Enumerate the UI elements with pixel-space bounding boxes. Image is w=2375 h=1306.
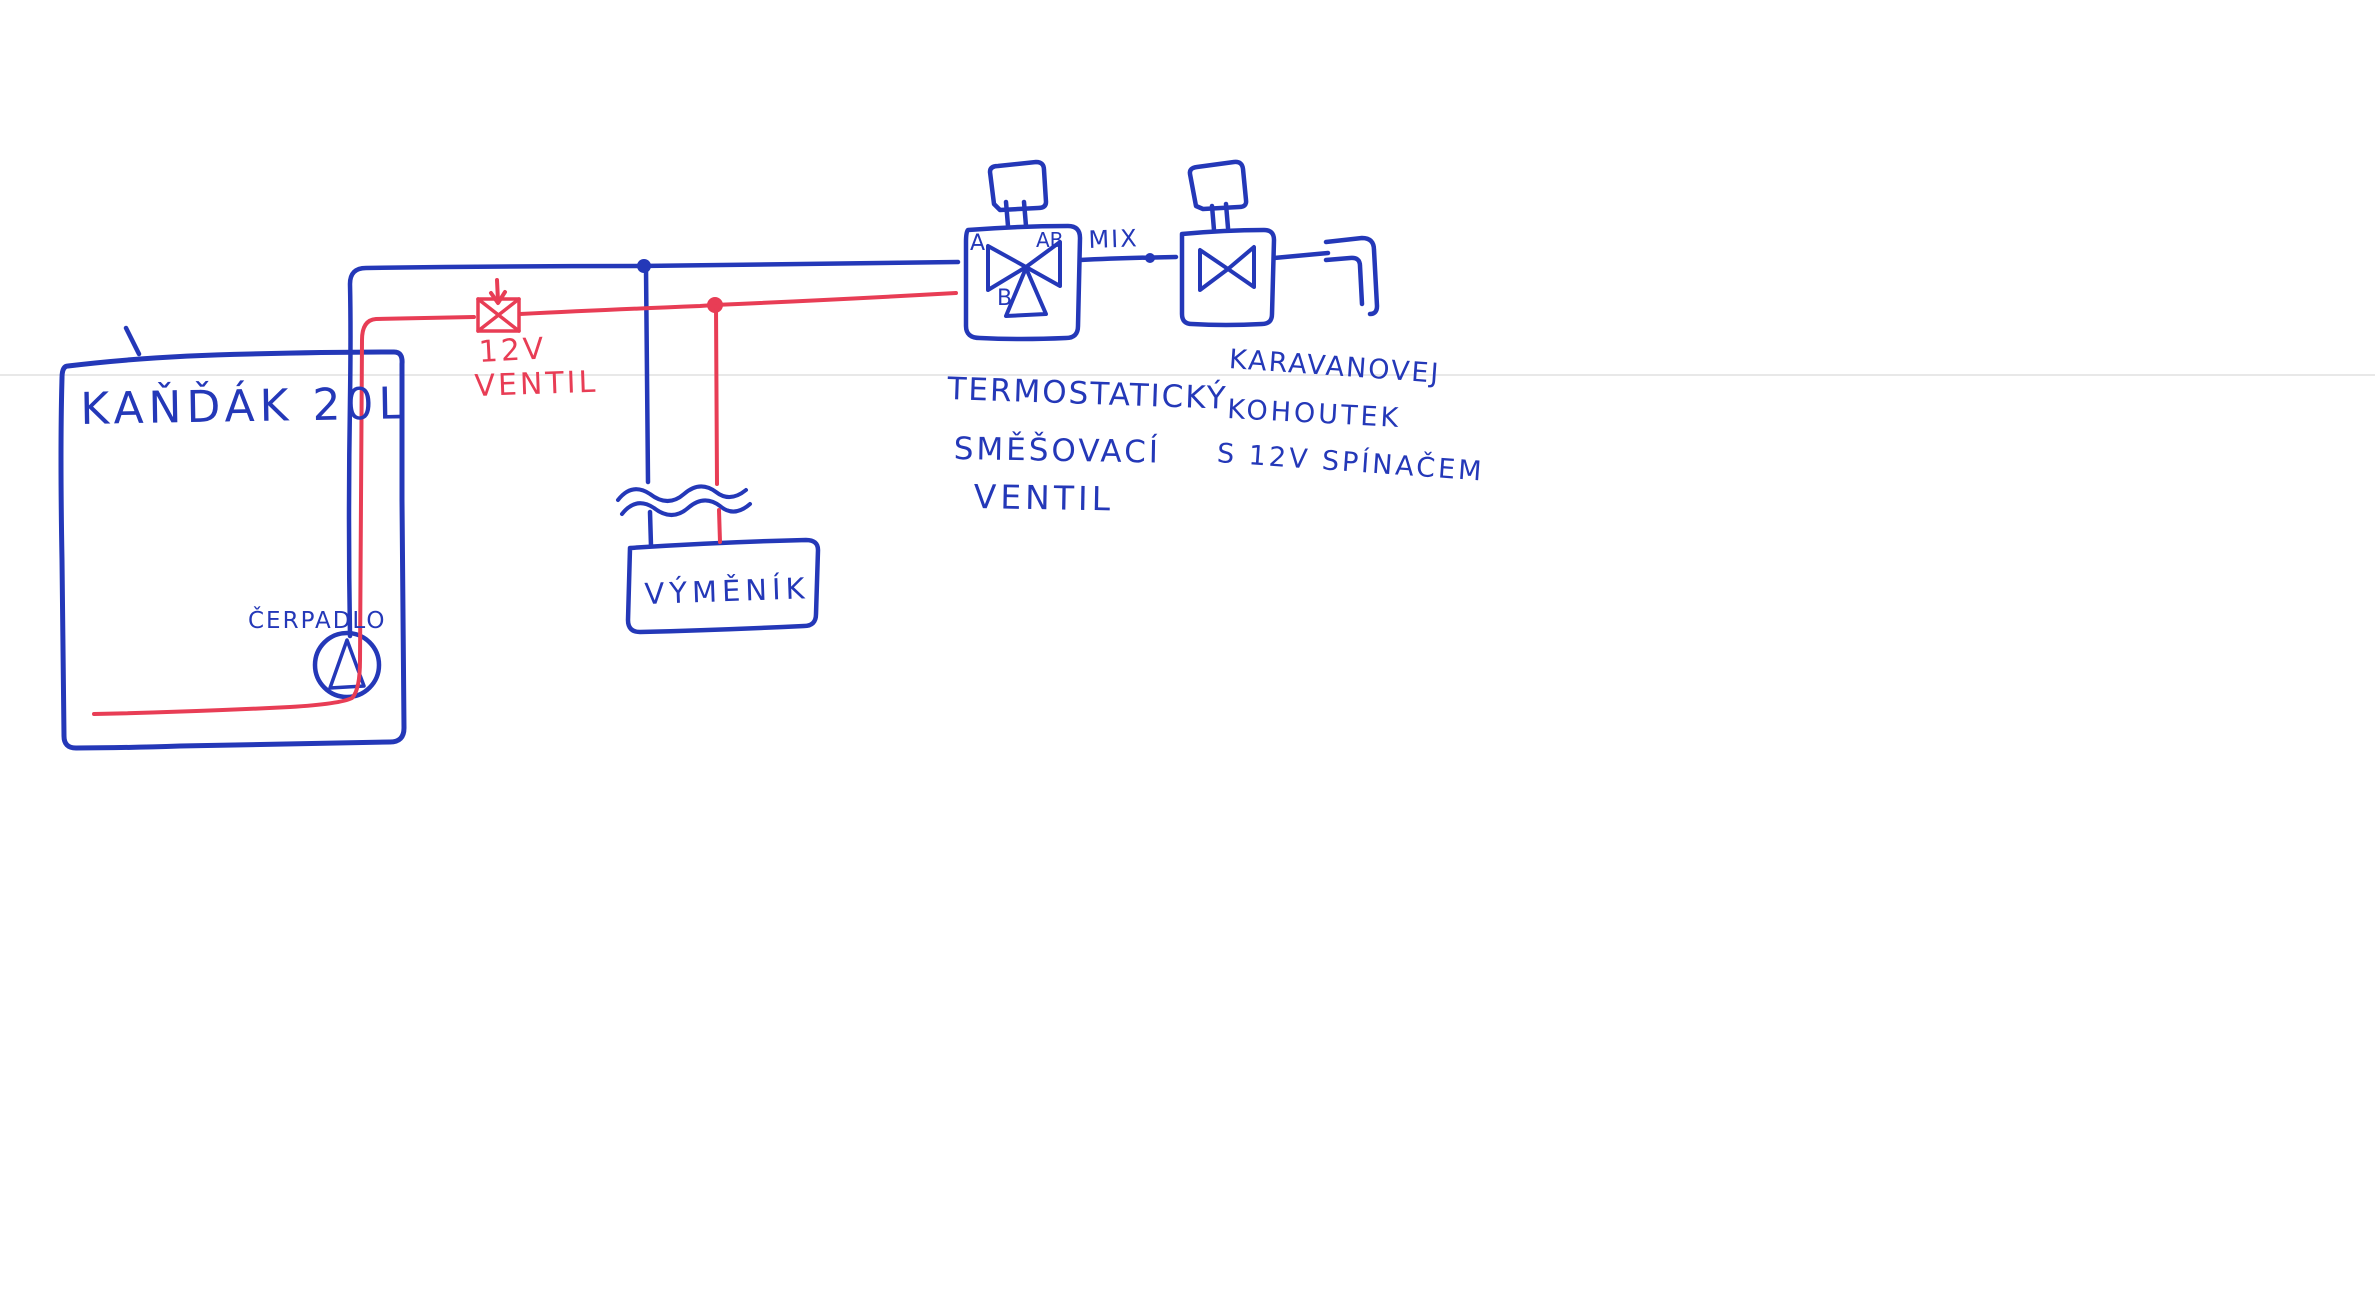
- solenoid-arrow-shaft: [495, 278, 500, 303]
- red-line-valve-to-mixer: [518, 291, 958, 316]
- spout-outer: [1323, 235, 1380, 317]
- tap-triangle-right: [1226, 245, 1256, 289]
- tap-triangle-left: [1198, 248, 1230, 292]
- mix-output-label: MIX: [1087, 224, 1140, 254]
- pump-label: ČERPADLO: [248, 608, 387, 634]
- mixing-valve-stem: [1003, 199, 1029, 229]
- exchanger-red-drop-lower: [717, 508, 722, 544]
- red-ink-group: [92, 278, 958, 716]
- mixing-valve-port-b-label: B: [997, 286, 1013, 311]
- spout-inner: [1323, 255, 1365, 307]
- mixing-valve-port-ab-label: AB: [1036, 228, 1064, 252]
- tank-outline: [58, 349, 407, 751]
- pump-rotor-triangle: [328, 638, 366, 690]
- solenoid-valve-label-line1: 12V: [477, 331, 548, 370]
- red-line-tank-to-valve: [92, 315, 476, 716]
- mixing-valve-triangle-left: [986, 244, 1028, 292]
- mixing-valve-body: [963, 223, 1083, 342]
- solenoid-arrow-head: [489, 290, 507, 305]
- exchanger-blue-drop-lower: [647, 509, 654, 549]
- mixing-valve-label-line2: SMĚŠOVACÍ: [953, 431, 1162, 471]
- mixing-valve-port-a-label: A: [970, 231, 986, 256]
- tank-label: KAŇĎÁK 20L: [79, 378, 409, 435]
- break-wave-2: [620, 498, 752, 517]
- solenoid-valve-cross: [476, 297, 521, 333]
- mixing-valve-actuator: [987, 159, 1049, 213]
- heat-exchanger-label: VÝMĚNÍK: [643, 571, 811, 611]
- tank-pen-tick: [123, 325, 142, 357]
- break-wave-1: [616, 484, 748, 503]
- tap-actuator: [1187, 159, 1249, 212]
- mixing-valve-label-line3: VENTIL: [973, 477, 1115, 519]
- mixing-valve-triangle-right: [1024, 240, 1062, 288]
- pump-circle: [312, 630, 382, 700]
- mixing-valve-triangle-bottom: [1004, 266, 1048, 318]
- tap-outlet-line: [1271, 250, 1331, 261]
- exchanger-box: [625, 537, 821, 635]
- mix-output-line: [1077, 254, 1179, 263]
- tap-body: [1179, 227, 1277, 328]
- blue-supply-line: [346, 259, 961, 639]
- exchanger-blue-drop-upper: [643, 265, 651, 485]
- junction-dot-mix: [1145, 253, 1155, 263]
- solenoid-valve-label-line2: VENTIL: [473, 364, 599, 404]
- blue-ink-group: [58, 159, 1380, 751]
- exchanger-red-drop-upper: [714, 304, 719, 486]
